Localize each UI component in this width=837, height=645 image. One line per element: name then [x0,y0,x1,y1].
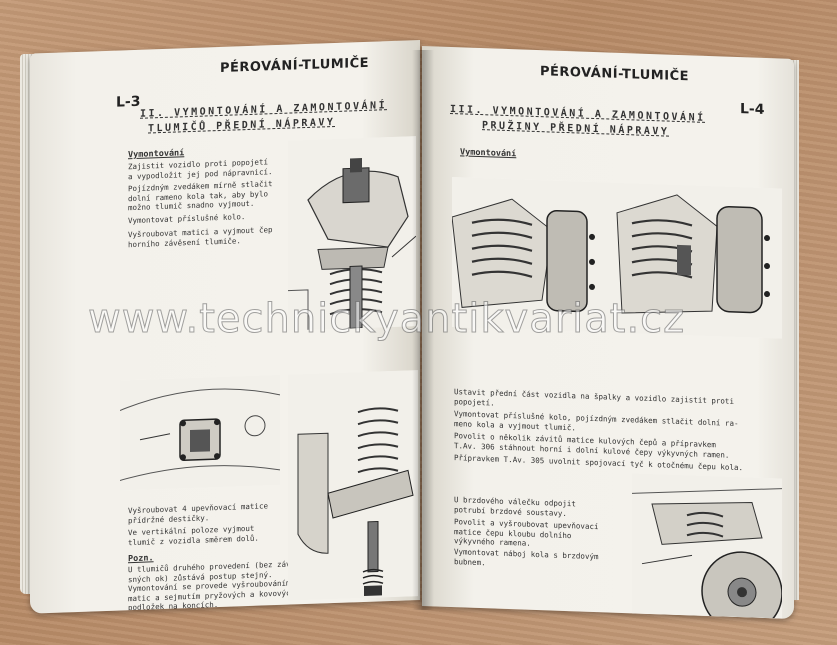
left-para-5: Vyšroubovat 4 upevňovací matice přídržné… [128,501,268,525]
figure-spring-views [452,177,782,339]
mount-plate-drawing [120,374,280,491]
right-page: PÉROVÁNÍ-TLUMIČE L-4 III. VYMONTOVÁNÍ A … [422,46,794,619]
left-para-4: Vyšroubovat matici a vyjmout čep horního… [128,225,273,249]
left-page-number: L-3 [116,93,141,111]
left-note: U tlumičů druhého provedení (bez závě- s… [128,559,300,613]
left-page: PÉROVÁNÍ-TLUMIČE L-3 II. VYMONTOVÁNÍ A Z… [30,40,420,614]
right-para-7: Vymontovat náboj kola s brzdovým bubnem. [454,547,599,567]
figure-mount-plate [120,374,280,491]
suspension-lower-drawing [288,370,418,601]
right-page-number: L-4 [740,101,765,118]
left-para-1: Zajistit vozidlo proti popojetí a vypodl… [128,157,273,181]
left-para-2: Pojízdným zvedákem mírně stlačit dolní r… [128,179,273,213]
right-para-6: Povolit a vyšroubovat upevňovací matice … [454,517,599,548]
figure-shock-mount [288,136,416,331]
left-note-heading: Pozn. [128,553,154,565]
left-page-title: PÉROVÁNÍ-TLUMIČE [220,55,370,76]
book-spine [412,50,434,610]
figure-suspension-lower [288,370,418,601]
left-subheading: Vymontování [128,148,185,161]
right-para-5: U brzdového válečku odpojit potrubí brzd… [454,495,576,518]
right-subheading: Vymontování [460,147,517,160]
open-book: PÉROVÁNÍ-TLUMIČE L-3 II. VYMONTOVÁNÍ A Z… [20,40,800,619]
brake-drum-drawing [632,473,782,619]
watermark-text: www.technickyantikvariat.cz [88,296,686,343]
left-para-6: Ve vertikální poloze vyjmout tlumič z vo… [128,523,259,547]
shock-mount-drawing [288,136,416,331]
spring-views-drawing [452,177,782,339]
left-para-3: Vymontovat příslušné kolo. [128,212,246,226]
right-page-title: PÉROVÁNÍ-TLUMIČE [540,64,690,85]
figure-brake-drum [632,473,782,619]
